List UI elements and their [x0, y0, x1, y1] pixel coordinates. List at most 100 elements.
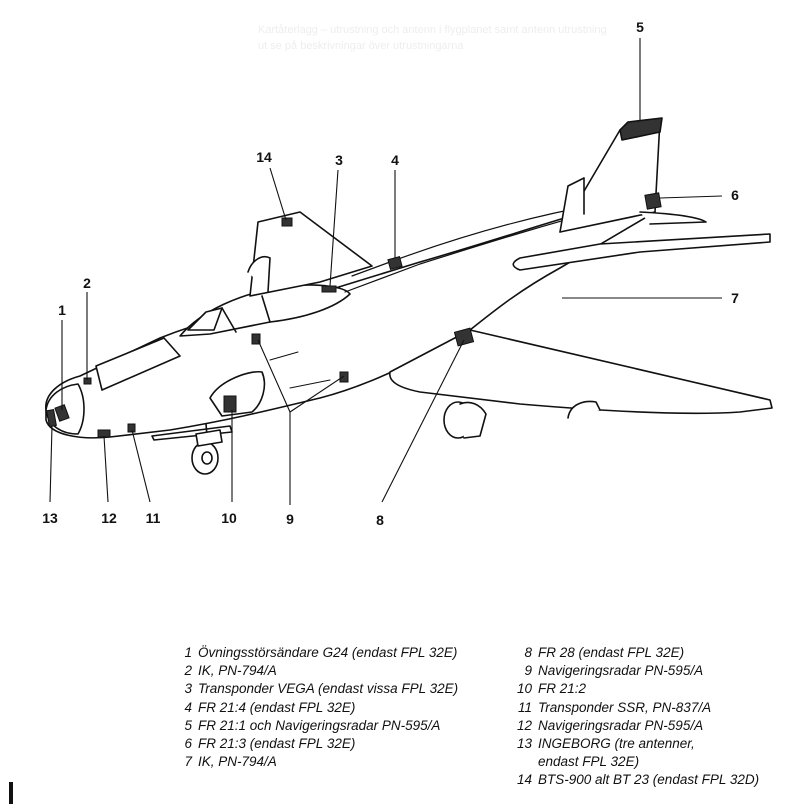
tail-tip-antenna — [619, 117, 663, 141]
leader-12 — [103, 435, 109, 503]
legend-item: 12 Navigeringsradar PN-595/A — [506, 717, 796, 735]
callout-4: 4 — [391, 152, 399, 168]
legend-text: IK, PN-794/A — [198, 663, 277, 679]
legend-text: FR 28 (endast FPL 32E) — [538, 645, 685, 660]
antenna-1 — [54, 404, 70, 422]
legend-item: 5 FR 21:1 och Navigeringsradar PN-595/A — [166, 717, 511, 735]
stabilizer-left — [639, 211, 707, 225]
leader-8 — [381, 339, 465, 503]
far-wing-fence — [247, 256, 271, 293]
legend-number: 14 — [516, 772, 532, 788]
legend-number: 12 — [516, 717, 532, 733]
callout-10: 10 — [221, 510, 237, 526]
faint-header-line1: Kartåterlagg – utrustning och antenn i f… — [258, 24, 607, 36]
callout-14: 14 — [256, 149, 272, 165]
legend-text: endast FPL 32E) — [538, 754, 640, 770]
far-wing — [249, 211, 373, 297]
legend-left-column: 1 Övningsstörsändare G24 (endast FPL 32E)… — [166, 644, 511, 771]
callout-3: 3 — [335, 152, 343, 168]
legend-item: 7 IK, PN-794/A — [166, 753, 511, 771]
antenna-10 — [223, 395, 237, 413]
panel-line-1 — [269, 351, 299, 361]
legend-number: 6 — [184, 736, 192, 752]
legend-text: Transponder SSR, PN-837/A — [538, 699, 712, 715]
callout-12: 12 — [101, 510, 117, 526]
callout-5: 5 — [636, 19, 644, 35]
antenna-6 — [644, 192, 662, 210]
horizontal-stabilizer — [512, 233, 771, 271]
callout-11: 11 — [146, 510, 161, 526]
antenna-4 — [387, 256, 403, 270]
legend-text: IK, PN-794/A — [198, 754, 277, 770]
antenna-3 — [321, 285, 337, 293]
callout-8: 8 — [376, 512, 384, 528]
leader-14 — [269, 167, 287, 221]
legend-text: Navigeringsradar PN-595/A — [538, 717, 704, 733]
legend-item: 6 FR 21:3 (endast FPL 32E) — [166, 735, 511, 753]
legend-number: 3 — [184, 681, 192, 697]
antenna-14 — [281, 217, 293, 227]
windscreen — [187, 307, 223, 331]
nose-gear-door — [195, 429, 223, 447]
panel-line-2 — [289, 379, 331, 389]
leader-3 — [329, 169, 339, 287]
callout-numbers: 1 2 3 4 5 6 7 8 9 10 11 12 13 14 — [42, 19, 739, 528]
legend-text: FR 21:2 — [538, 681, 587, 697]
canopy-frame-2 — [261, 295, 271, 323]
leader-11 — [131, 429, 151, 503]
callout-1: 1 — [58, 302, 66, 318]
callout-13: 13 — [42, 510, 58, 526]
faint-header-line2: ut se på beskrivningar över utrustningar… — [258, 40, 464, 52]
legend-number: 1 — [184, 645, 192, 660]
legend-text: Övningsstörsändare G24 (endast FPL 32E) — [198, 645, 458, 660]
legend-text: FR 21:3 (endast FPL 32E) — [198, 736, 356, 752]
dorsal-fin — [559, 177, 585, 233]
nose-wheel-hub — [201, 451, 213, 465]
canopy-frame-1 — [221, 307, 237, 333]
callout-2: 2 — [83, 275, 91, 291]
legend-number: 2 — [184, 663, 192, 679]
legend-text: Navigeringsradar PN-595/A — [538, 663, 704, 679]
legend-item: 10 FR 21:2 — [506, 680, 796, 698]
legend-number: 4 — [184, 699, 192, 715]
leader-lines — [49, 38, 723, 505]
legend-item: 3 Transponder VEGA (endast vissa FPL 32E) — [166, 680, 511, 698]
antenna-12 — [97, 429, 111, 438]
legend-item: endast FPL 32E) — [506, 753, 796, 771]
page-edge-bar — [9, 782, 13, 804]
antenna-9b — [339, 371, 349, 383]
legend-text: INGEBORG (tre antenner, — [538, 736, 695, 752]
legend-text: FR 21:1 och Navigeringsradar PN-595/A — [198, 717, 441, 733]
callout-9: 9 — [286, 511, 294, 527]
legend-number: 9 — [524, 663, 532, 679]
legend-item: 9 Navigeringsradar PN-595/A — [506, 662, 796, 680]
legend-number — [506, 753, 538, 771]
antenna-11 — [127, 423, 136, 433]
legend-number: 5 — [184, 717, 192, 733]
cockpit-side-panel — [95, 337, 181, 391]
legend-number: 10 — [516, 681, 532, 697]
legend-item: 13 INGEBORG (tre antenner, — [506, 735, 796, 753]
legend-item: 11 Transponder SSR, PN-837/A — [506, 699, 796, 717]
legend-number: 7 — [184, 754, 192, 770]
antenna-8 — [453, 327, 475, 347]
callout-6: 6 — [731, 187, 739, 203]
antenna-9a — [251, 333, 261, 345]
legend-number: 13 — [516, 736, 532, 752]
callout-7: 7 — [731, 290, 739, 306]
legend-number: 11 — [517, 699, 532, 715]
legend-number: 8 — [524, 645, 532, 660]
legend-text: Transponder VEGA (endast vissa FPL 32E) — [198, 681, 459, 697]
legend-item: 1 Övningsstörsändare G24 (endast FPL 32E) — [166, 644, 511, 662]
legend-item: 14 BTS-900 alt BT 23 (endast FPL 32D) — [506, 771, 796, 789]
antenna-markers — [46, 192, 662, 438]
legend-item: 8 FR 28 (endast FPL 32E) — [506, 644, 796, 662]
legend-text: BTS-900 alt BT 23 (endast FPL 32D) — [538, 772, 760, 788]
aircraft-drawing — [45, 117, 773, 475]
near-wing — [389, 329, 773, 415]
main-gear-fairing — [459, 401, 487, 439]
antenna-13 — [46, 409, 57, 428]
